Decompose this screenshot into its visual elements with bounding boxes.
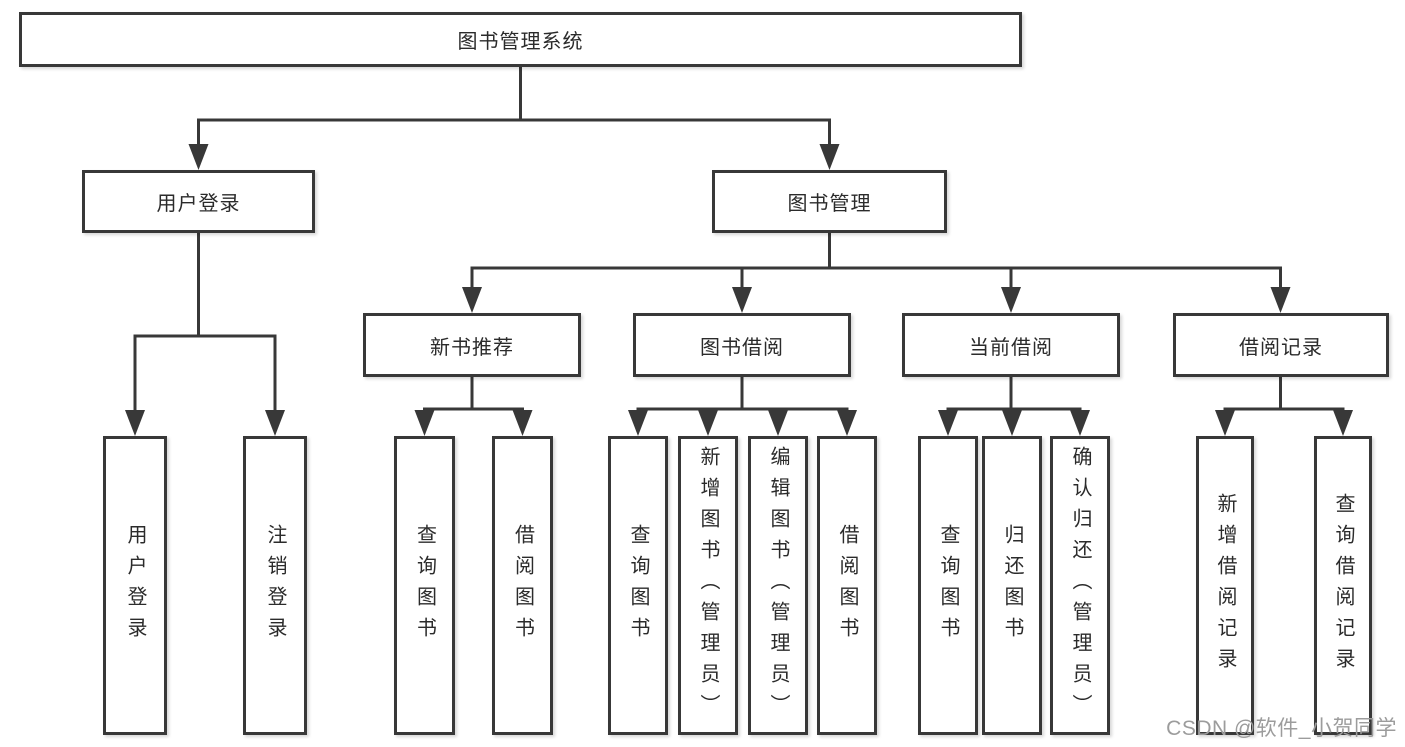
csdn-watermark: CSDN @软件_小贺同学 — [1166, 717, 1397, 740]
tree-edges — [133, 67, 1345, 414]
node-query-borrow-record: 查询借阅记录 — [1314, 436, 1372, 735]
node-book-management: 图书管理 — [712, 170, 947, 233]
node-query-books-borrowing: 查询图书 — [608, 436, 668, 735]
node-borrow-books-action-label: 借阅图书 — [836, 523, 858, 648]
node-library-management-system: 图书管理系统 — [19, 12, 1022, 67]
node-edit-book-admin-label: 编辑图书（管理员） — [767, 446, 789, 725]
arrowheads — [125, 144, 1353, 436]
node-user-login-action: 用户登录 — [103, 436, 167, 735]
node-add-book-admin: 新增图书（管理员） — [678, 436, 738, 735]
node-current-borrowing: 当前借阅 — [902, 313, 1120, 377]
node-edit-book-admin: 编辑图书（管理员） — [748, 436, 808, 735]
node-add-borrow-record-label: 新增借阅记录 — [1214, 492, 1236, 679]
node-current-borrowing-label: 当前借阅 — [969, 336, 1053, 359]
node-borrow-books-action: 借阅图书 — [817, 436, 877, 735]
node-borrow-books-recommendation: 借阅图书 — [492, 436, 553, 735]
node-logout: 注销登录 — [243, 436, 307, 735]
node-confirm-return-admin-label: 确认归还（管理员） — [1069, 446, 1091, 725]
node-borrow-books-recommendation-label: 借阅图书 — [511, 523, 534, 648]
node-book-borrowing-label: 图书借阅 — [700, 336, 784, 359]
node-logout-label: 注销登录 — [264, 523, 286, 648]
node-new-book-recommendation: 新书推荐 — [363, 313, 581, 377]
node-query-books-current: 查询图书 — [918, 436, 978, 735]
node-borrowing-records-label: 借阅记录 — [1239, 336, 1323, 359]
node-confirm-return-admin: 确认归还（管理员） — [1050, 436, 1110, 735]
node-query-books-recommendation: 查询图书 — [394, 436, 455, 735]
node-user-login-label: 用户登录 — [156, 193, 241, 215]
node-user-login: 用户登录 — [82, 170, 315, 233]
node-book-management-label: 图书管理 — [787, 193, 872, 215]
node-user-login-action-label: 用户登录 — [124, 523, 146, 648]
node-return-book-label: 归还图书 — [1001, 523, 1023, 648]
node-add-book-admin-label: 新增图书（管理员） — [697, 446, 719, 725]
node-query-books-borrowing-label: 查询图书 — [627, 523, 649, 648]
node-query-books-current-label: 查询图书 — [937, 523, 959, 648]
node-borrowing-records: 借阅记录 — [1173, 313, 1389, 377]
node-return-book: 归还图书 — [982, 436, 1042, 735]
node-new-book-recommendation-label: 新书推荐 — [430, 336, 514, 359]
node-book-borrowing: 图书借阅 — [633, 313, 851, 377]
node-add-borrow-record: 新增借阅记录 — [1196, 436, 1254, 735]
node-library-management-system-label: 图书管理系统 — [457, 31, 584, 53]
node-query-books-recommendation-label: 查询图书 — [413, 523, 436, 648]
node-query-borrow-record-label: 查询借阅记录 — [1332, 492, 1354, 679]
